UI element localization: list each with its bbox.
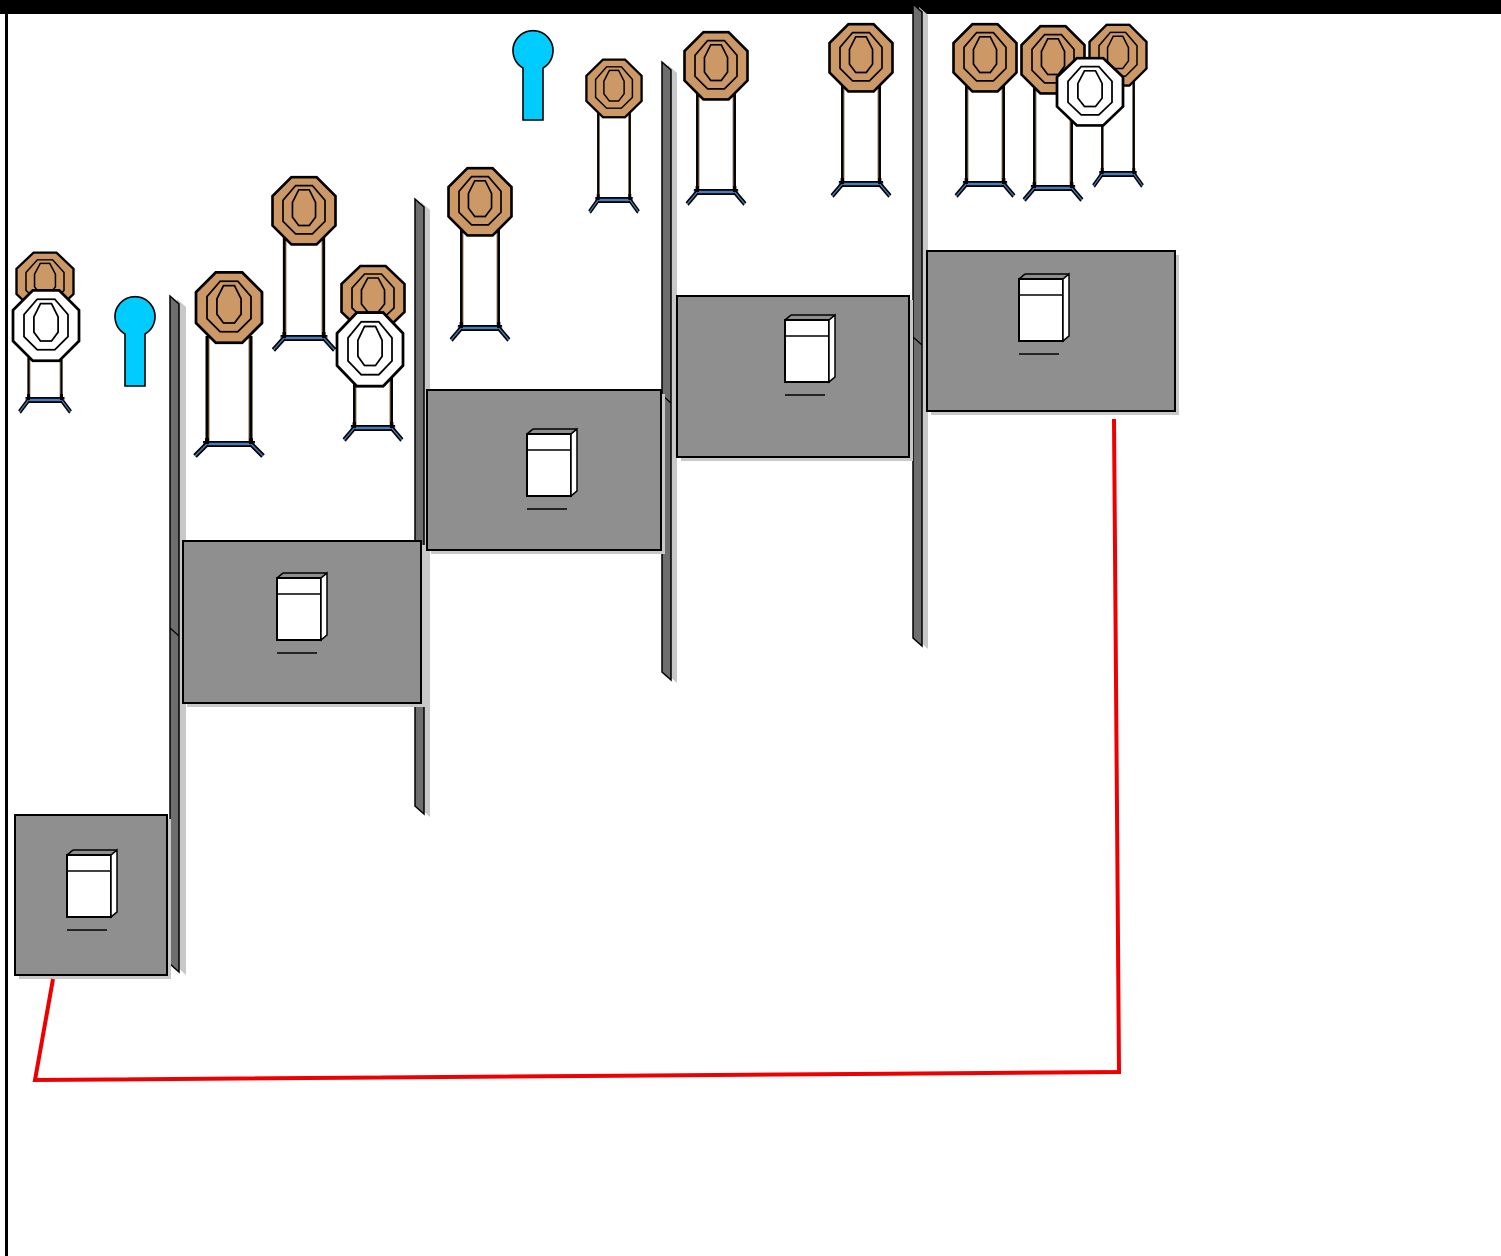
octagon-steel-target-icon	[194, 271, 264, 345]
popper-target-icon	[512, 29, 554, 121]
target-stand-icon	[195, 336, 263, 456]
target-stand-icon	[832, 76, 890, 196]
octagon-steel-target-icon	[585, 58, 643, 119]
popper-target-icon	[114, 295, 156, 387]
course-line	[32, 418, 1122, 1083]
barrel-icon	[526, 428, 578, 510]
no-shoot-target-icon	[335, 311, 405, 388]
no-shoot-target-icon	[1055, 56, 1125, 127]
wall-barrier-icon	[912, 2, 928, 649]
left-border	[5, 0, 8, 1256]
no-shoot-target-icon	[11, 289, 81, 363]
wall-barrier-icon	[661, 60, 677, 683]
octagon-steel-target-icon	[683, 30, 749, 101]
barrel-icon	[276, 572, 328, 654]
octagon-steel-target-icon	[828, 22, 894, 93]
octagon-steel-target-icon	[447, 166, 513, 237]
octagon-steel-target-icon	[271, 175, 337, 246]
octagon-steel-target-icon	[952, 22, 1018, 93]
shooting-boxes	[14, 250, 1179, 979]
top-bar	[0, 0, 1501, 14]
target-stand-icon	[687, 84, 745, 204]
target-stand-icon	[956, 76, 1014, 196]
barrel-icon	[784, 314, 836, 396]
barrel-icon	[1018, 273, 1070, 355]
barrel-icon	[66, 849, 118, 931]
wall-barrier-icon	[169, 294, 186, 975]
target-stand-icon	[451, 220, 509, 340]
target-stand-icon	[273, 230, 334, 350]
